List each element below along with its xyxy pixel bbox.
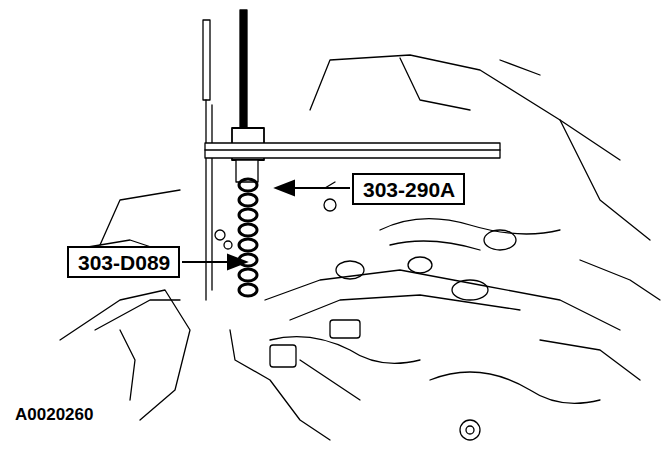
tool-number: 303-D089 <box>78 251 169 275</box>
tool-number: 303-290A <box>363 178 454 202</box>
tool-callout-box: 303-D089 <box>67 246 180 278</box>
figure-code: A0020260 <box>15 405 93 425</box>
tool-callout-box: 303-290A <box>352 173 465 205</box>
